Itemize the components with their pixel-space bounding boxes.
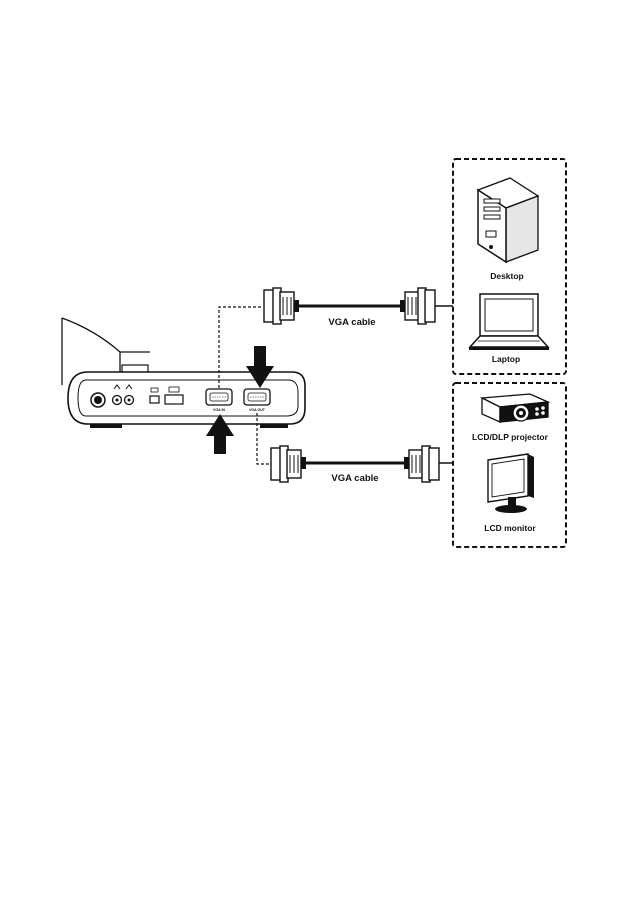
vga-connector-icon bbox=[263, 287, 299, 325]
vga-in-label: VGA IN bbox=[213, 408, 225, 412]
vga-in-port: VGA IN bbox=[205, 388, 233, 412]
audio-port-icon bbox=[111, 384, 135, 406]
projector-icon bbox=[479, 393, 551, 424]
usb-port-icon bbox=[149, 387, 160, 404]
desktop-label: Desktop bbox=[490, 271, 524, 281]
power-port-icon bbox=[90, 392, 106, 408]
vga-cable-bottom-label: VGA cable bbox=[331, 473, 378, 484]
sd-slot-icon bbox=[164, 386, 184, 405]
output-devices-box: LCD/DLP projector LCD monitor bbox=[452, 382, 567, 548]
projector-label: LCD/DLP projector bbox=[472, 432, 549, 442]
lcd-monitor-icon bbox=[487, 453, 534, 513]
input-sources-box: Desktop Laptop bbox=[452, 158, 567, 375]
vga-out-label: VGA OUT bbox=[249, 408, 266, 412]
arrow-up-icon bbox=[206, 414, 234, 454]
vga-connector-icon bbox=[270, 445, 306, 483]
document-camera: VGA IN VGA OUT bbox=[61, 317, 306, 428]
vga-cable-bottom: VGA cable bbox=[270, 445, 453, 484]
laptop-icon bbox=[468, 293, 550, 350]
vga-out-port: VGA OUT bbox=[243, 388, 271, 412]
desktop-tower-icon bbox=[476, 177, 540, 264]
arrow-down-icon bbox=[246, 346, 274, 388]
vga-connector-icon bbox=[400, 287, 436, 325]
laptop-label: Laptop bbox=[492, 354, 520, 364]
vga-connector-icon bbox=[404, 445, 440, 483]
dashed-link-out bbox=[256, 413, 272, 465]
dashed-link-in bbox=[218, 306, 262, 388]
monitor-label: LCD monitor bbox=[484, 523, 536, 533]
vga-cable-top: VGA cable bbox=[263, 287, 453, 328]
vga-cable-top-label: VGA cable bbox=[328, 317, 375, 328]
